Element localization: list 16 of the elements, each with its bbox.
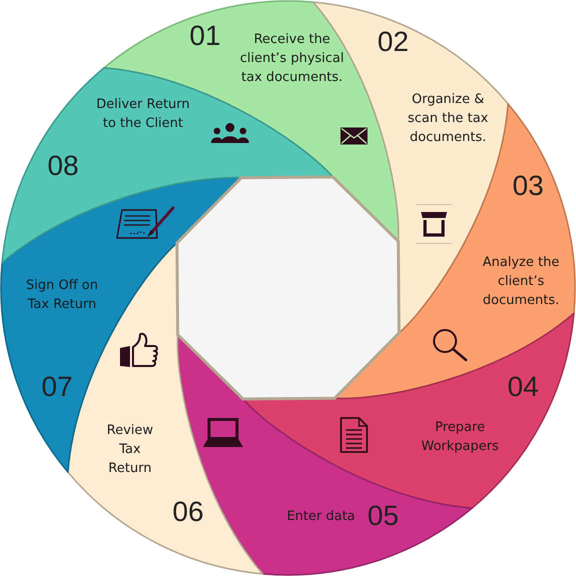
step-number: 07 (42, 372, 73, 400)
step-number: 03 (512, 170, 544, 200)
step-text: Organize & scan the tax documents. (406, 91, 490, 147)
step-text: Deliver Return to the Client (95, 96, 191, 133)
step-text: Prepare Workpapers (420, 419, 500, 456)
step-text: Review Tax Return (106, 422, 154, 478)
step-text: Receive the client’s physical tax documents. (238, 31, 346, 87)
step-number: 02 (378, 26, 409, 56)
step-text: Analyze the client’s documents. (482, 254, 560, 310)
step-number: 08 (48, 150, 79, 180)
step-text: Sign Off on Tax Return (24, 277, 99, 314)
step-number: 04 (508, 372, 539, 400)
step-number: 05 (368, 500, 399, 530)
step-number: 06 (172, 496, 204, 526)
step-text: Enter data (286, 508, 356, 526)
step-number: 01 (190, 20, 221, 50)
